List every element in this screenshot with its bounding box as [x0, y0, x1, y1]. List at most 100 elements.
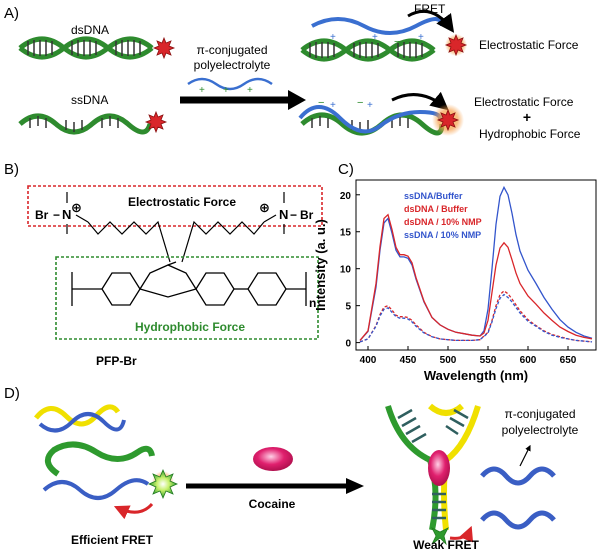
weak-fret-arrow	[449, 525, 474, 543]
alkyl-chain-left	[87, 220, 171, 263]
weak-fret-label: Weak FRET	[413, 538, 479, 551]
ssdna-label: ssDNA	[71, 93, 108, 107]
x-tick-label: 550	[480, 355, 497, 366]
electrostatic-force-label-2: Electrostatic Force	[474, 95, 574, 109]
aptamer-cocaine-complex	[385, 403, 481, 546]
x-tick-label: 600	[520, 355, 537, 366]
dna-charges-bottom: −−	[318, 97, 363, 109]
panel-c-label: C)	[338, 161, 354, 178]
svg-text:+: +	[330, 100, 336, 111]
panel-d: D) Efficient FRET Cocaine	[4, 385, 579, 551]
panel-b: B) Electrostatic Force Br − N ⊕ Br − N ⊕…	[4, 161, 323, 368]
series-line	[359, 213, 593, 341]
svg-text:+: +	[367, 100, 373, 111]
electrostatic-box	[27, 185, 323, 227]
ammonium-methyls-left	[66, 192, 89, 234]
dsdna-helix	[18, 36, 154, 60]
aptamer-green	[45, 441, 155, 477]
chart-legend: ssDNA/Buffer dsDNA / Buffer dsDNA / 10% NM…	[404, 191, 482, 240]
aptamer-yellow	[34, 404, 121, 427]
polyelectrolyte-charges-top: +++	[330, 32, 424, 43]
polyelectrolyte-strand	[187, 77, 273, 91]
y-tick-label: 10	[340, 265, 352, 276]
plot-frame	[355, 179, 597, 351]
n-right: N	[279, 207, 288, 222]
svg-text:+: +	[418, 32, 424, 43]
legend-entry: dsDNA / 10% NMP	[404, 217, 482, 227]
y-tick-label: 0	[345, 339, 351, 350]
cocaine-arrowhead	[346, 478, 364, 494]
polyelectrolyte-on-dsdna	[311, 17, 444, 35]
plus-sign: +	[523, 109, 531, 125]
pointer-arrow	[519, 444, 531, 467]
ssdna-strand	[18, 113, 153, 135]
hydrophobic-force-label: Hydrophobic Force	[479, 127, 581, 141]
svg-text:+: +	[372, 32, 378, 43]
ammonium-methyls-right	[263, 192, 285, 234]
pi-conjugated-label-d: π-conjugated	[505, 407, 576, 421]
y-tick-label: 20	[340, 191, 352, 202]
pi-conjugated-label: π-conjugated	[197, 43, 268, 57]
subscript-n: n	[309, 296, 316, 310]
fret-arrow-ss	[391, 91, 449, 111]
ssdna-blue	[38, 412, 126, 433]
electrostatic-box-label: Electrostatic Force	[128, 195, 236, 209]
plus-left: ⊕	[71, 200, 82, 215]
dash-left: −	[53, 208, 60, 222]
ssdna-bases	[29, 116, 119, 132]
dye-star-icon	[436, 108, 460, 132]
panel-a-label: A)	[4, 5, 19, 22]
svg-text:+: +	[199, 85, 205, 96]
legend-entry: ssDNA/Buffer	[404, 191, 463, 201]
y-tick-label: 5	[345, 302, 351, 313]
svg-text:−: −	[357, 97, 363, 109]
x-axis-ticks: 400 450 500 550 600 650	[360, 346, 577, 366]
n-left: N	[62, 207, 71, 222]
cocaine-label: Cocaine	[249, 497, 296, 511]
panel-d-label: D)	[4, 385, 20, 402]
polymer-backbone	[71, 261, 307, 306]
dye-star-icon	[144, 110, 168, 134]
dash-right: −	[290, 208, 297, 222]
y-tick-label: 15	[340, 228, 352, 239]
efficient-fret-label: Efficient FRET	[71, 533, 154, 547]
process-arrowhead	[288, 90, 306, 110]
svg-text:+: +	[247, 85, 253, 96]
efficient-fret-arrow	[113, 502, 154, 520]
duplex-blue	[42, 478, 150, 500]
free-polyelectrolyte	[480, 466, 556, 486]
dye-star-icon	[152, 36, 176, 60]
x-tick-label: 650	[560, 355, 577, 366]
fret-arrow	[407, 9, 455, 33]
hydrophobic-box	[55, 256, 319, 340]
green-dye-star-icon	[147, 468, 179, 500]
dsdna-helix-right	[300, 38, 436, 62]
y-axis-ticks: 0 5 10 15 20	[340, 191, 360, 350]
x-tick-label: 400	[360, 355, 377, 366]
electrostatic-force-label: Electrostatic Force	[479, 38, 579, 52]
plus-right: ⊕	[259, 200, 270, 215]
legend-entry: dsDNA / Buffer	[404, 204, 468, 214]
legend-entry: ssDNA / 10% NMP	[404, 230, 481, 240]
panel-b-label: B)	[4, 161, 19, 178]
series-line	[359, 293, 593, 343]
svg-text:−: −	[394, 36, 400, 48]
polymer-name: PFP-Br	[96, 354, 137, 368]
y-axis-label: Intensity (a. u.)	[313, 219, 328, 311]
polyelectrolyte-charges: +++	[199, 85, 253, 96]
spectrum-chart: 400 450 500 550 600 650 0 5 10 15 20 ssDNA/Buffer…	[313, 179, 597, 383]
br-left: Br	[35, 208, 49, 222]
polyelectrolyte-charges-bottom: ++	[330, 100, 373, 111]
polyelectrolyte-label: polyelectrolyte	[194, 58, 271, 72]
polyelectrolyte-wrapping	[298, 105, 443, 134]
panel-c: C) 400 450 500 550 600 650 0 5 10 15 20 ssDNA/Buf…	[313, 161, 597, 383]
panel-a: A) dsDNA ssDNA π-conjugated polyelectrol…	[4, 2, 581, 141]
x-axis-label: Wavelength (nm)	[424, 368, 528, 383]
polyelectrolyte-label-d: polyelectrolyte	[502, 423, 579, 437]
fret-label: FRET	[414, 2, 446, 16]
svg-text:−: −	[318, 97, 324, 109]
x-tick-label: 500	[440, 355, 457, 366]
x-tick-label: 450	[400, 355, 417, 366]
series-line	[359, 185, 593, 341]
